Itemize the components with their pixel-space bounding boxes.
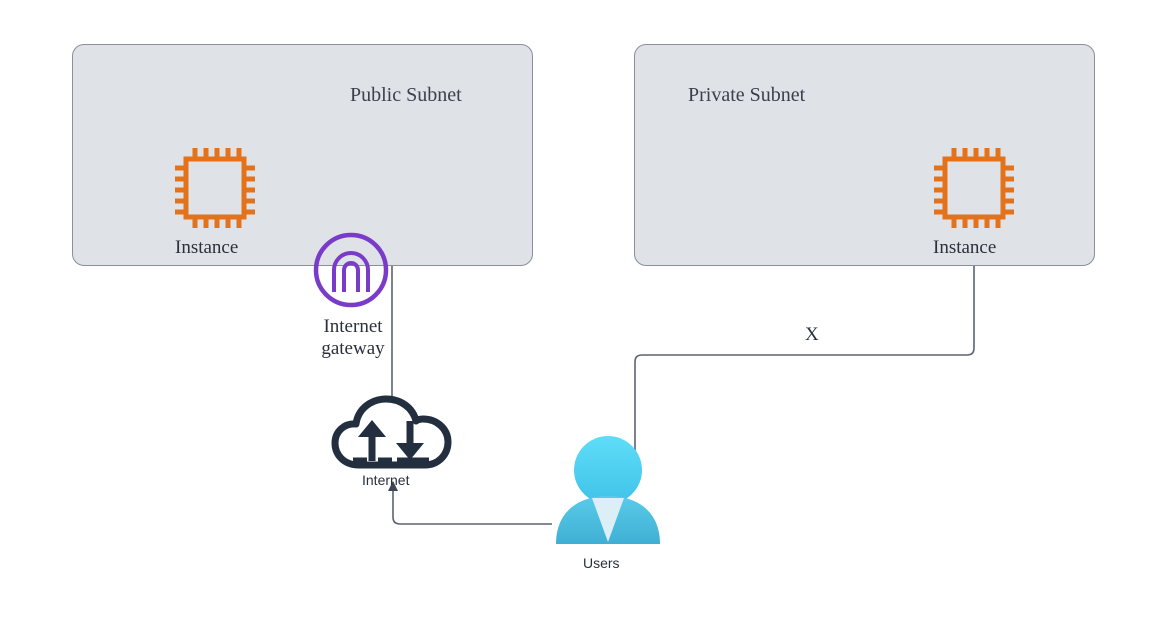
edge-users-to-internet — [388, 481, 552, 525]
users-icon[interactable] — [552, 420, 664, 548]
public-subnet-group[interactable] — [72, 44, 533, 266]
internet-cloud-icon[interactable] — [331, 393, 453, 475]
users-label: Users — [583, 555, 620, 571]
edge-users-to-private-instance — [634, 241, 979, 470]
internet-gateway-label: Internet gateway — [321, 316, 385, 360]
private-subnet-group[interactable] — [634, 44, 1095, 266]
ec2-instance-icon[interactable] — [929, 143, 1019, 233]
public-instance-label: Instance — [175, 237, 239, 258]
public-subnet-title: Public Subnet — [350, 84, 462, 106]
ec2-instance-icon[interactable] — [170, 143, 260, 233]
private-subnet-title: Private Subnet — [688, 84, 806, 106]
internet-gateway-icon[interactable] — [311, 230, 391, 310]
edge-label-x: X — [805, 324, 819, 345]
internet-label: Internet — [362, 472, 410, 488]
private-instance-label: Instance — [933, 237, 997, 258]
